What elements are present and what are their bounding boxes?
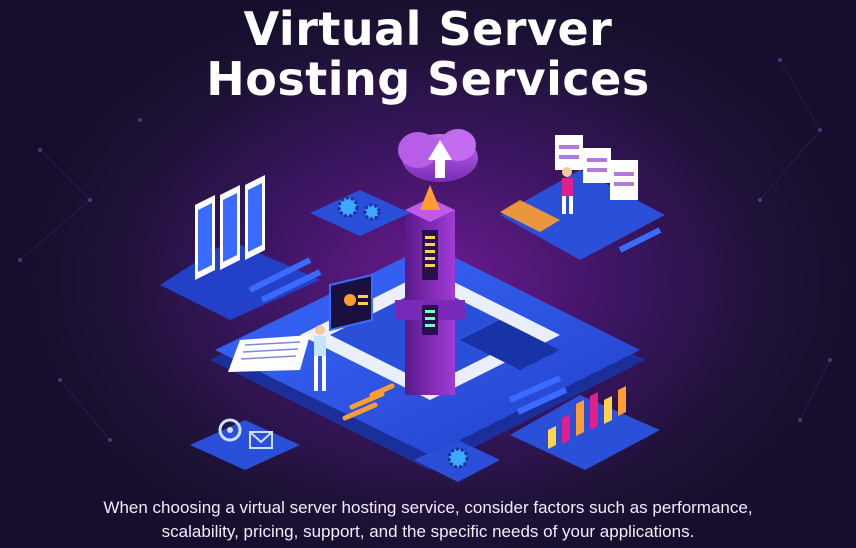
person-icon [562, 167, 573, 214]
gear-icon [414, 440, 500, 482]
cloud-upload-icon [398, 129, 478, 182]
email-tile [190, 418, 300, 470]
tower-icon [395, 185, 465, 395]
network-dots [18, 58, 832, 442]
page-title-line-1: Virtual Server [243, 2, 613, 56]
caption-line-2: scalability, pricing, support, and the s… [161, 522, 695, 541]
caption-line-1: When choosing a virtual server hosting s… [103, 498, 753, 517]
network-lines [19, 59, 831, 441]
at-sign-icon [218, 418, 242, 442]
mail-icon [249, 431, 273, 449]
monitor-icon [329, 273, 373, 332]
right-server-area [500, 135, 665, 260]
status-bars [342, 383, 395, 421]
person-icon [314, 325, 326, 391]
server-rack-icon [160, 175, 322, 320]
bar-chart-icon [508, 375, 660, 470]
gear-icon [310, 190, 410, 236]
document-icon [228, 335, 310, 372]
page-title-line-2: Hosting Services [206, 52, 650, 106]
